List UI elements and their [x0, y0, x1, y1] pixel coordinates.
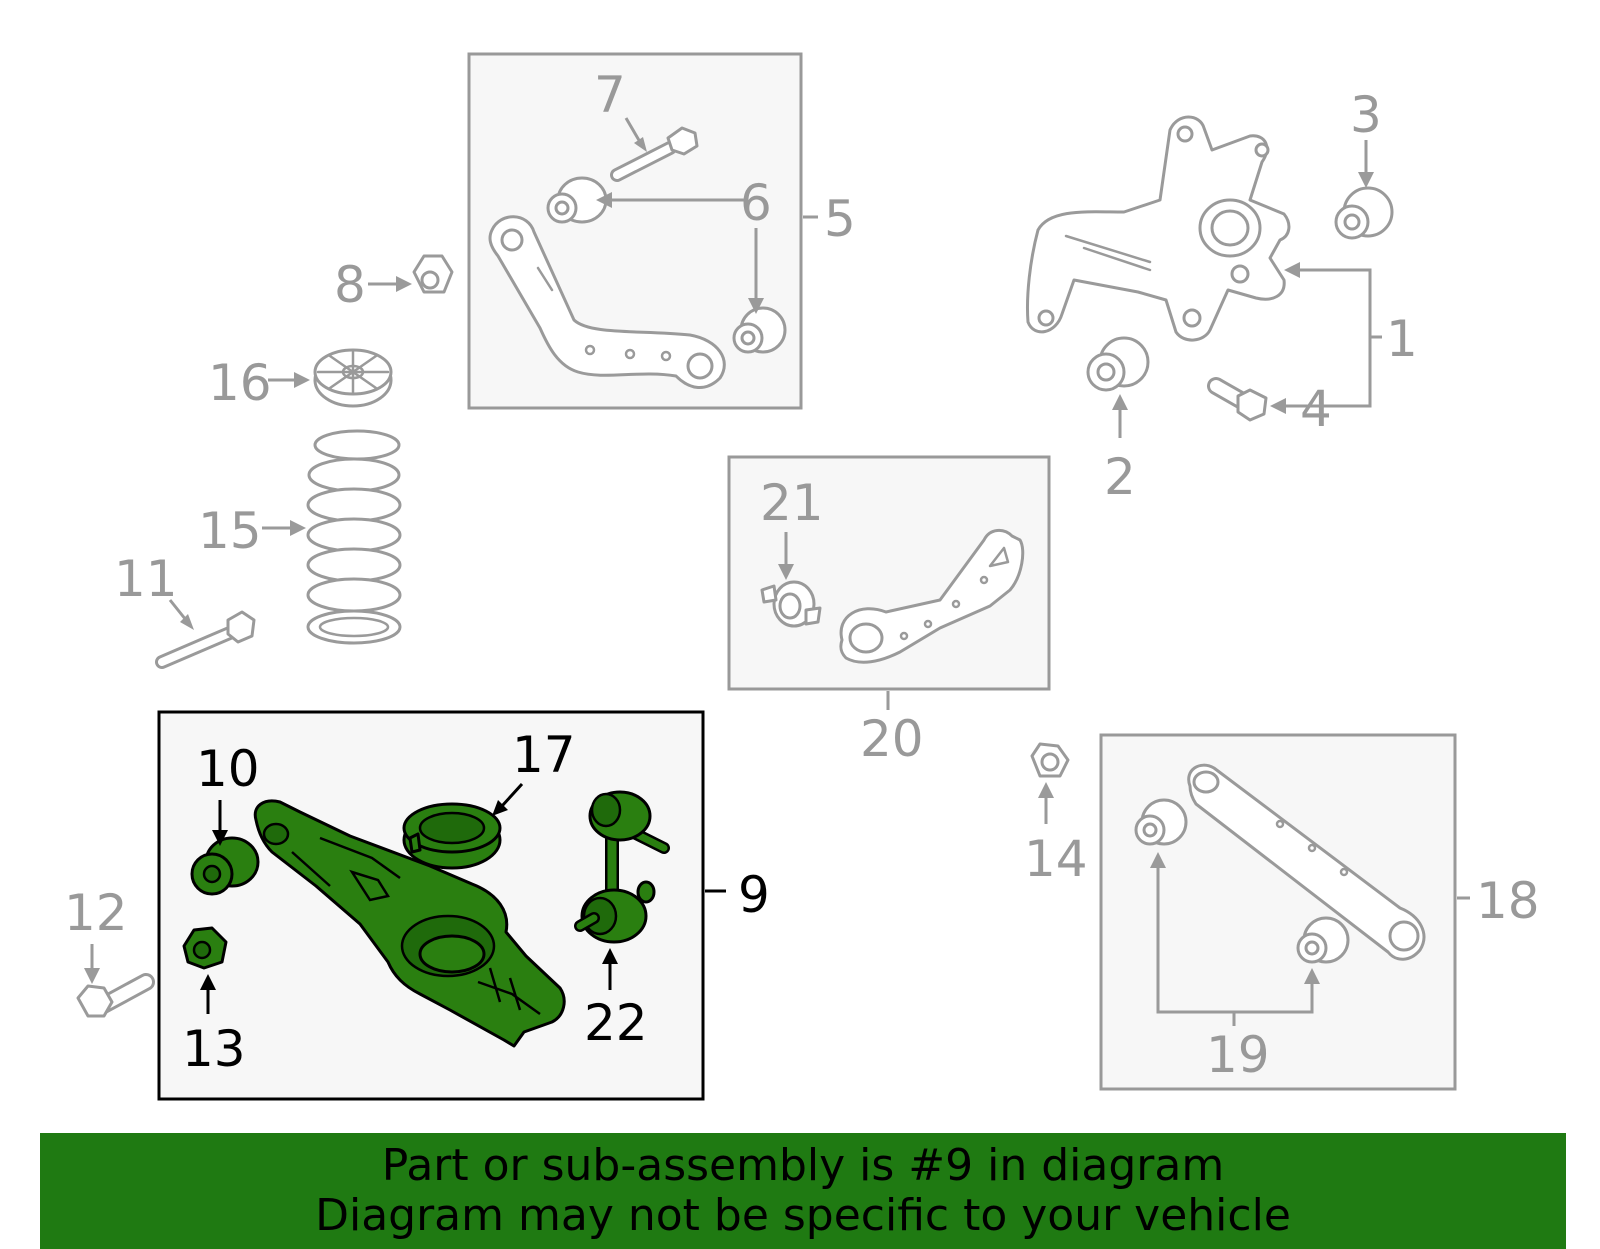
callout-21: 21	[760, 474, 824, 532]
part-15-coil-spring[interactable]	[306, 429, 402, 645]
part-6-bushing-lower[interactable]	[732, 306, 787, 354]
callout-12: 12	[64, 884, 128, 942]
part-14-nut[interactable]	[1030, 742, 1070, 778]
part-1-knuckle[interactable]	[1026, 115, 1291, 342]
part-21-bushing[interactable]	[760, 580, 822, 628]
part-19-bushing-left[interactable]	[1134, 798, 1188, 846]
banner-line-2: Diagram may not be specific to your vehi…	[315, 1190, 1291, 1241]
part-9-lower-control-arm[interactable]	[253, 799, 566, 1048]
part-22-stabilizer-link[interactable]	[574, 790, 670, 944]
callout-11: 11	[114, 550, 178, 608]
part-17-spring-seat[interactable]	[402, 802, 502, 870]
callout-20: 20	[860, 710, 924, 768]
lateral-link-shape	[1187, 763, 1426, 961]
banner-line-1: Part or sub-assembly is #9 in diagram	[381, 1140, 1225, 1191]
part-19-bushing-right[interactable]	[1296, 916, 1350, 964]
callout-7: 7	[594, 66, 626, 124]
callout-10: 10	[196, 740, 260, 798]
callout-1: 1	[1386, 310, 1418, 368]
callout-8: 8	[334, 256, 366, 314]
part-8-nut[interactable]	[412, 254, 454, 294]
callout-22: 22	[584, 994, 648, 1052]
callout-4: 4	[1300, 380, 1332, 438]
callout-15: 15	[198, 502, 262, 560]
callout-6: 6	[740, 174, 772, 232]
part-12-bolt[interactable]	[76, 973, 155, 1018]
callout-16: 16	[208, 354, 272, 412]
callout-9: 9	[738, 866, 770, 924]
callout-2: 2	[1104, 448, 1136, 506]
upper-control-arm-shape	[488, 215, 726, 389]
info-banner: Part or sub-assembly is #9 in diagram Di…	[40, 1133, 1566, 1249]
callout-19: 19	[1206, 1026, 1270, 1084]
part-3-bushing[interactable]	[1334, 186, 1394, 240]
callout-5: 5	[824, 190, 856, 248]
part-11-bolt[interactable]	[155, 610, 256, 669]
callout-18: 18	[1476, 872, 1540, 930]
part-16-spring-seat[interactable]	[313, 348, 393, 408]
part-4-bolt[interactable]	[1207, 377, 1268, 422]
part-13-nut[interactable]	[182, 926, 228, 970]
part-10-bushing[interactable]	[190, 836, 260, 896]
callout-17: 17	[512, 726, 576, 784]
callout-13: 13	[182, 1020, 246, 1078]
callout-14: 14	[1024, 830, 1088, 888]
callout-3: 3	[1350, 86, 1382, 144]
trailing-arm-shape	[839, 529, 1025, 664]
part-7-bolt[interactable]	[610, 126, 699, 182]
part-2-bushing[interactable]	[1086, 336, 1150, 392]
